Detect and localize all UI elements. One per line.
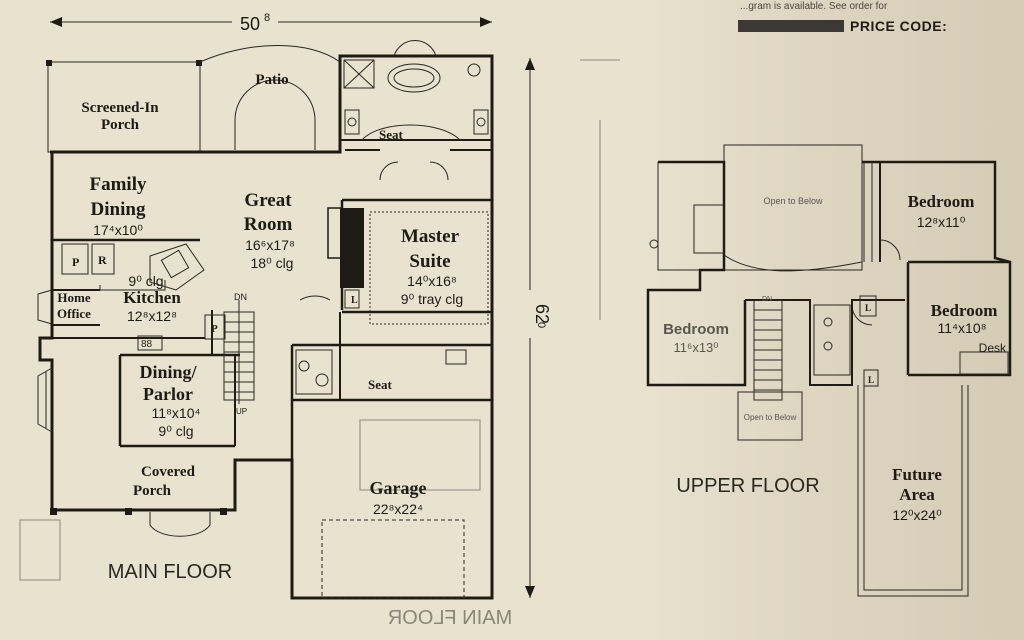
seat-label-hall: Seat xyxy=(368,377,393,392)
bedroom-ne-dims: 12⁸x11⁰ xyxy=(917,214,966,230)
patio-outline xyxy=(199,45,341,152)
home-office-label-2: Office xyxy=(57,306,91,321)
mirrored-bleedthrough-title: MAIN FLOOR xyxy=(388,607,512,629)
blueprint-logo-stripe xyxy=(738,20,844,32)
patio-label: Patio xyxy=(255,72,288,88)
home-office-label-1: Home xyxy=(57,290,90,305)
kitchen-label: Kitchen xyxy=(123,288,181,307)
main-stairs xyxy=(223,300,255,404)
upper-stair-dn-label: DN xyxy=(762,296,772,303)
garage-door xyxy=(321,519,465,599)
powder-room xyxy=(295,289,467,395)
price-code-label: PRICE CODE: xyxy=(850,18,948,34)
linen-label-main: L xyxy=(351,295,358,306)
refrigerator-label: R xyxy=(98,253,107,267)
family-dining-label-1: Family xyxy=(90,174,147,195)
width-dimension-line xyxy=(50,12,492,30)
garage-dims: 22⁸x22⁴ xyxy=(373,501,423,517)
kitchen-ceiling: 9⁰ clg xyxy=(128,273,163,289)
upper-floor-plan xyxy=(646,144,1012,597)
open-below-stair-label: Open to Below xyxy=(744,413,797,422)
main-floor-plan: 50 8 62 0 xyxy=(37,12,552,600)
overall-width-value: 50 xyxy=(240,14,260,34)
interior-walls xyxy=(52,198,492,460)
master-suite-dims: 14⁰x16⁸ xyxy=(407,273,457,289)
family-dining-dims: 17⁴x10⁰ xyxy=(93,222,143,238)
availability-note: ...gram is available. See order for xyxy=(740,1,888,12)
bedroom-e-label: Bedroom xyxy=(931,301,998,320)
master-suite-label-1: Master xyxy=(401,226,460,247)
future-area-dims: 12⁰x24⁰ xyxy=(892,507,942,523)
covered-porch-outline xyxy=(50,508,227,537)
upper-floor-title: UPPER FLOOR xyxy=(676,475,819,497)
upper-linen1-label: L xyxy=(865,303,871,313)
dining-parlor-label-1: Dining/ xyxy=(139,362,197,382)
upper-linen2-label: L xyxy=(868,375,874,385)
stair-up-label: UP xyxy=(236,407,247,416)
bedroom-w-label: Bedroom xyxy=(663,321,729,338)
screened-porch-label-1: Screened-In xyxy=(81,100,159,116)
kitchen-fixtures xyxy=(61,243,226,351)
great-room-label-2: Room xyxy=(244,214,293,235)
garage-label: Garage xyxy=(370,478,427,498)
depth-dimension-line xyxy=(521,58,539,598)
bedroom-w-dims: 11⁶x13⁰ xyxy=(673,340,718,355)
open-below-top-label: Open to Below xyxy=(763,196,823,206)
desk-label: Desk xyxy=(979,341,1007,355)
bleedthrough-lines xyxy=(19,59,620,581)
future-area-label-1: Future xyxy=(892,465,942,484)
great-room-dims: 16⁶x17⁸ xyxy=(245,237,295,253)
covered-porch-label-1: Covered xyxy=(141,464,196,480)
bedroom-e-dims: 11⁴x10⁸ xyxy=(937,320,986,336)
family-dining-label-2: Dining xyxy=(91,199,146,220)
bedroom-ne-label: Bedroom xyxy=(908,192,975,211)
price-code-banner: PRICE CODE: xyxy=(738,18,1008,36)
range-label: 88 xyxy=(141,339,153,350)
seat-label-master: Seat xyxy=(379,127,404,142)
main-exterior-wall xyxy=(38,54,494,600)
kitchen-dims: 12⁸x12⁸ xyxy=(127,308,177,324)
master-bath xyxy=(340,40,492,181)
screened-porch-label-2: Porch xyxy=(101,117,140,133)
dining-parlor-ceiling: 9⁰ clg xyxy=(158,423,193,439)
great-room-label-1: Great xyxy=(244,190,292,211)
overall-depth-value: 62 xyxy=(532,304,552,324)
future-area-label-2: Area xyxy=(899,485,935,504)
master-suite-ceiling: 9⁰ tray clg xyxy=(401,291,463,307)
dining-bay-window xyxy=(37,367,53,433)
dining-parlor-label-2: Parlor xyxy=(143,384,193,404)
great-room-ceiling: 18⁰ clg xyxy=(251,255,294,271)
dining-parlor-dims: 11⁸x10⁴ xyxy=(151,405,200,421)
pantry2-label: P xyxy=(211,323,218,335)
overall-depth-sup: 0 xyxy=(535,322,547,328)
main-floor-title: MAIN FLOOR xyxy=(108,561,232,583)
covered-porch-label-2: Porch xyxy=(133,483,172,499)
master-suite-label-2: Suite xyxy=(409,251,450,272)
home-office-bay xyxy=(37,289,100,326)
overall-width-sup: 8 xyxy=(264,12,270,24)
pantry-label: P xyxy=(72,255,79,269)
stair-dn-label: DN xyxy=(234,292,247,302)
